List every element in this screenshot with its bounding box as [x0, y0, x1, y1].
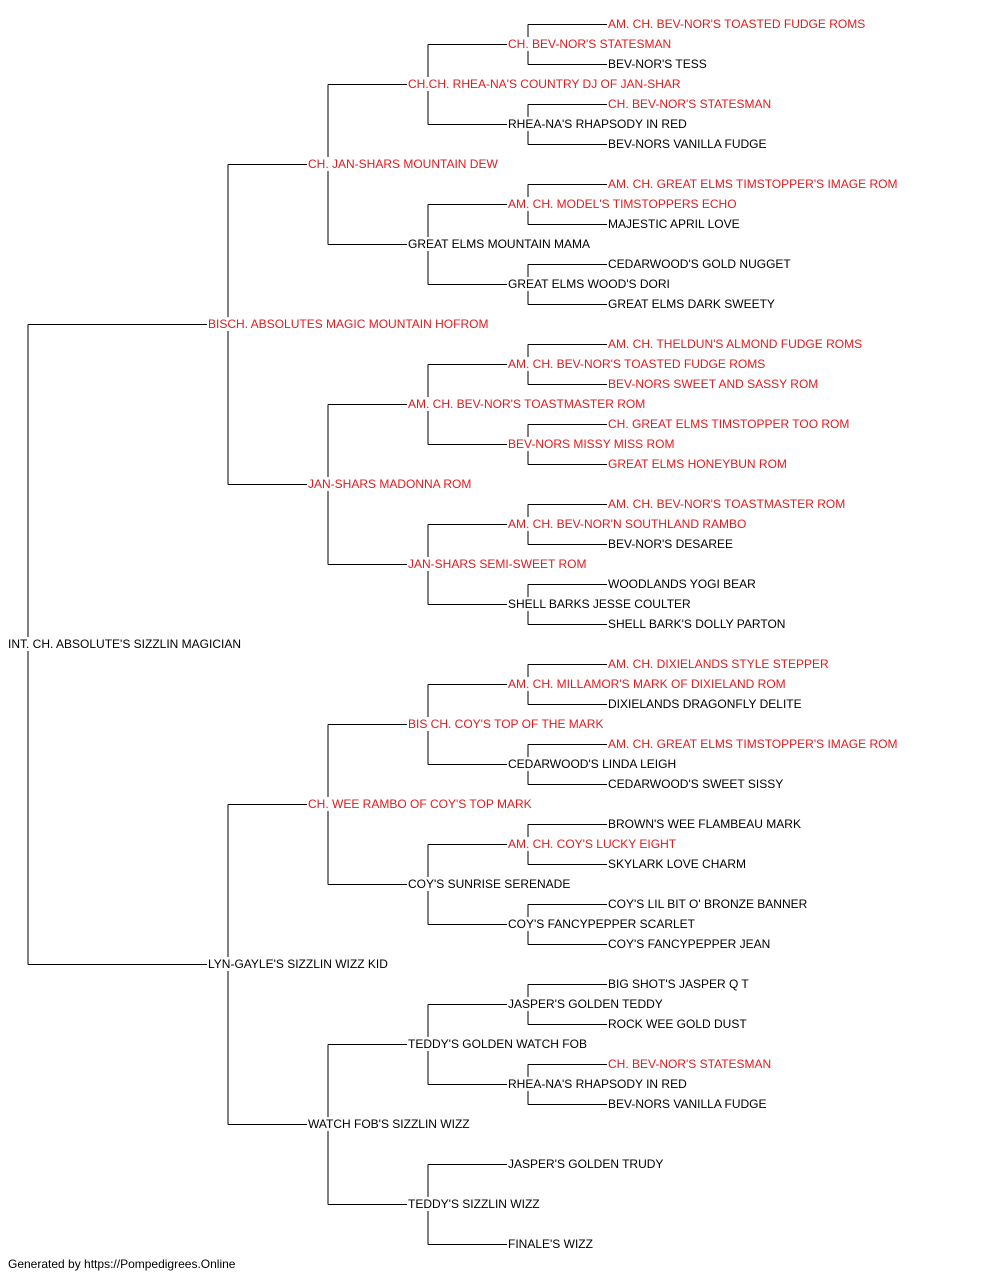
- gen5-ancestor: CH. GREAT ELMS TIMSTOPPER TOO ROM: [607, 417, 851, 431]
- gen4-ancestor: FINALE'S WIZZ: [507, 1237, 594, 1251]
- sire: BISCH. ABSOLUTES MAGIC MOUNTAIN HOFROM: [207, 317, 490, 331]
- gen5-ancestor: BEV-NOR'S DESAREE: [607, 537, 734, 551]
- gen5-ancestor: BEV-NORS VANILLA FUDGE: [607, 1097, 768, 1111]
- gen5-ancestor: DIXIELANDS DRAGONFLY DELITE: [607, 697, 803, 711]
- gen5-ancestor: COY'S LIL BIT O' BRONZE BANNER: [607, 897, 809, 911]
- gen4-ancestor: CEDARWOOD'S LINDA LEIGH: [507, 757, 678, 771]
- gen4-ancestor: AM. CH. MILLAMOR'S MARK OF DIXIELAND ROM: [507, 677, 787, 691]
- gen5-ancestor: SKYLARK LOVE CHARM: [607, 857, 748, 871]
- dam-dam: WATCH FOB'S SIZZLIN WIZZ: [307, 1117, 471, 1131]
- gen5-ancestor: SHELL BARK'S DOLLY PARTON: [607, 617, 787, 631]
- gen5-ancestor: AM. CH. BEV-NOR'S TOASTMASTER ROM: [607, 497, 847, 511]
- gen4-ancestor: RHEA-NA'S RHAPSODY IN RED: [507, 117, 688, 131]
- gen4-ancestor: AM. CH. COY'S LUCKY EIGHT: [507, 837, 678, 851]
- gen5-ancestor: BEV-NOR'S TESS: [607, 57, 708, 71]
- gen3-ancestor: COY'S SUNRISE SERENADE: [407, 877, 572, 891]
- gen3-ancestor: GREAT ELMS MOUNTAIN MAMA: [407, 237, 592, 251]
- gen4-ancestor: CH. BEV-NOR'S STATESMAN: [507, 37, 673, 51]
- gen5-ancestor: CH. BEV-NOR'S STATESMAN: [607, 97, 773, 111]
- gen5-ancestor: AM. CH. BEV-NOR'S TOASTED FUDGE ROMS: [607, 17, 867, 31]
- gen4-ancestor: GREAT ELMS WOOD'S DORI: [507, 277, 671, 291]
- gen5-ancestor: AM. CH. GREAT ELMS TIMSTOPPER'S IMAGE RO…: [607, 737, 899, 751]
- gen3-ancestor: TEDDY'S GOLDEN WATCH FOB: [407, 1037, 588, 1051]
- gen4-ancestor: BEV-NORS MISSY MISS ROM: [507, 437, 676, 451]
- gen3-ancestor: CH.CH. RHEA-NA'S COUNTRY DJ OF JAN-SHAR: [407, 77, 682, 91]
- gen5-ancestor: CEDARWOOD'S GOLD NUGGET: [607, 257, 792, 271]
- gen5-ancestor: ROCK WEE GOLD DUST: [607, 1017, 748, 1031]
- gen4-ancestor: AM. CH. MODEL'S TIMSTOPPERS ECHO: [507, 197, 738, 211]
- sire-sire: CH. JAN-SHARS MOUNTAIN DEW: [307, 157, 499, 171]
- gen5-ancestor: BEV-NORS SWEET AND SASSY ROM: [607, 377, 820, 391]
- gen5-ancestor: GREAT ELMS DARK SWEETY: [607, 297, 776, 311]
- gen5-ancestor: GREAT ELMS HONEYBUN ROM: [607, 457, 788, 471]
- gen5-ancestor: MAJESTIC APRIL LOVE: [607, 217, 741, 231]
- gen5-ancestor: AM. CH. DIXIELANDS STYLE STEPPER: [607, 657, 830, 671]
- gen3-ancestor: BIS CH. COY'S TOP OF THE MARK: [407, 717, 605, 731]
- gen4-ancestor: RHEA-NA'S RHAPSODY IN RED: [507, 1077, 688, 1091]
- gen4-ancestor: JASPER'S GOLDEN TEDDY: [507, 997, 664, 1011]
- gen5-ancestor: AM. CH. THELDUN'S ALMOND FUDGE ROMS: [607, 337, 864, 351]
- gen4-ancestor: AM. CH. BEV-NOR'S TOASTED FUDGE ROMS: [507, 357, 767, 371]
- dam-sire: CH. WEE RAMBO OF COY'S TOP MARK: [307, 797, 533, 811]
- gen5-ancestor: CH. BEV-NOR'S STATESMAN: [607, 1057, 773, 1071]
- generated-by-footer: Generated by https://Pompedigrees.Online: [8, 1257, 236, 1271]
- gen4-ancestor: SHELL BARKS JESSE COULTER: [507, 597, 692, 611]
- gen4-ancestor: COY'S FANCYPEPPER SCARLET: [507, 917, 697, 931]
- gen3-ancestor: JAN-SHARS SEMI-SWEET ROM: [407, 557, 588, 571]
- gen4-ancestor: JASPER'S GOLDEN TRUDY: [507, 1157, 665, 1171]
- gen5-ancestor: AM. CH. GREAT ELMS TIMSTOPPER'S IMAGE RO…: [607, 177, 899, 191]
- sire-dam: JAN-SHARS MADONNA ROM: [307, 477, 473, 491]
- gen3-ancestor: TEDDY'S SIZZLIN WIZZ: [407, 1197, 541, 1211]
- dam: LYN-GAYLE'S SIZZLIN WIZZ KID: [207, 957, 389, 971]
- gen3-ancestor: AM. CH. BEV-NOR'S TOASTMASTER ROM: [407, 397, 647, 411]
- gen5-ancestor: BROWN'S WEE FLAMBEAU MARK: [607, 817, 802, 831]
- gen4-ancestor: AM. CH. BEV-NOR'N SOUTHLAND RAMBO: [507, 517, 748, 531]
- gen5-ancestor: BEV-NORS VANILLA FUDGE: [607, 137, 768, 151]
- gen5-ancestor: WOODLANDS YOGI BEAR: [607, 577, 757, 591]
- subject-dog: INT. CH. ABSOLUTE'S SIZZLIN MAGICIAN: [7, 637, 242, 651]
- gen5-ancestor: COY'S FANCYPEPPER JEAN: [607, 937, 772, 951]
- gen5-ancestor: CEDARWOOD'S SWEET SISSY: [607, 777, 785, 791]
- gen5-ancestor: BIG SHOT'S JASPER Q T: [607, 977, 750, 991]
